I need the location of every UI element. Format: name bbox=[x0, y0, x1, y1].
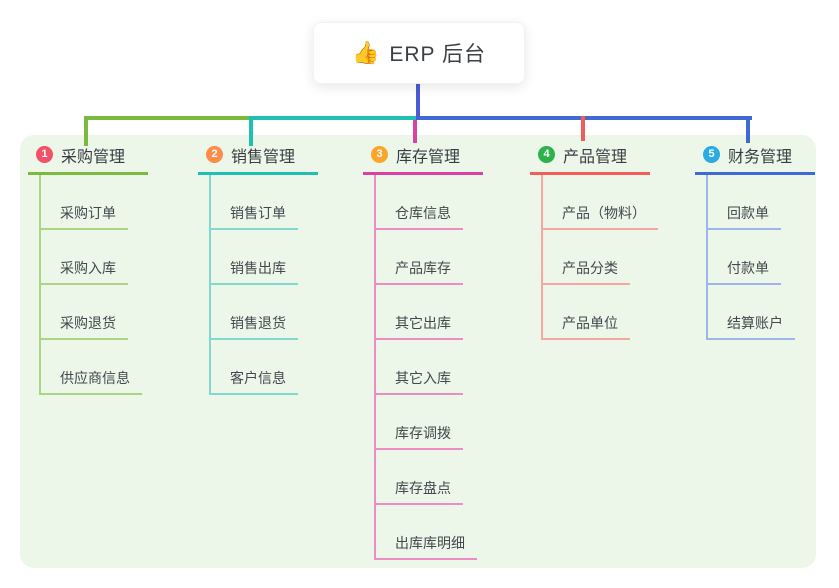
child-node[interactable]: 采购入库 bbox=[39, 230, 128, 285]
child-node[interactable]: 库存调拨 bbox=[374, 395, 463, 450]
branches-panel bbox=[20, 135, 816, 568]
branch-header[interactable]: 3 库存管理 bbox=[363, 137, 483, 175]
drop-line-finance bbox=[746, 116, 750, 143]
branch-title: 库存管理 bbox=[396, 148, 461, 166]
drop-line-product bbox=[581, 116, 585, 141]
child-label: 客户信息 bbox=[230, 370, 286, 386]
child-node[interactable]: 产品单位 bbox=[541, 285, 630, 340]
branch-trunk-line bbox=[209, 175, 211, 395]
branch-column-1: 1 采购管理 采购订单 采购入库 采购退货 供应商信息 bbox=[28, 137, 178, 395]
branch-number-badge: 1 bbox=[36, 146, 53, 163]
child-node[interactable]: 客户信息 bbox=[209, 340, 298, 395]
branch-column-3: 3 库存管理 仓库信息 产品库存 其它出库 其它入库 库存调拨 库存盘点 出库库… bbox=[363, 137, 513, 560]
branch-header[interactable]: 2 销售管理 bbox=[198, 137, 318, 175]
branch-children: 销售订单 销售出库 销售退货 客户信息 bbox=[198, 175, 348, 395]
child-label: 回款单 bbox=[727, 205, 769, 221]
child-node[interactable]: 销售订单 bbox=[209, 175, 298, 230]
child-label: 其它入库 bbox=[395, 370, 451, 386]
child-label: 采购订单 bbox=[60, 205, 116, 221]
child-label: 供应商信息 bbox=[60, 370, 130, 386]
drop-line-purchase bbox=[84, 116, 88, 146]
branch-trunk-line bbox=[39, 175, 41, 395]
child-label: 销售订单 bbox=[230, 205, 286, 221]
branch-title: 销售管理 bbox=[231, 148, 296, 166]
root-title: ERP 后台 bbox=[389, 43, 487, 66]
child-label: 产品分类 bbox=[562, 260, 618, 276]
child-label: 付款单 bbox=[727, 260, 769, 276]
child-label: 采购退货 bbox=[60, 315, 116, 331]
branch-header[interactable]: 5 财务管理 bbox=[695, 137, 815, 175]
child-node[interactable]: 产品库存 bbox=[374, 230, 463, 285]
branch-header[interactable]: 1 采购管理 bbox=[28, 137, 148, 175]
child-label: 销售出库 bbox=[230, 260, 286, 276]
child-label: 仓库信息 bbox=[395, 205, 451, 221]
child-label: 采购入库 bbox=[60, 260, 116, 276]
child-node[interactable]: 产品分类 bbox=[541, 230, 630, 285]
branch-children: 回款单 付款单 结算账户 bbox=[695, 175, 839, 340]
branch-number-badge: 5 bbox=[703, 146, 720, 163]
child-node[interactable]: 销售退货 bbox=[209, 285, 298, 340]
child-node[interactable]: 产品（物料） bbox=[541, 175, 658, 230]
branch-trunk-line bbox=[541, 175, 543, 340]
child-node[interactable]: 仓库信息 bbox=[374, 175, 463, 230]
branch-header[interactable]: 4 产品管理 bbox=[530, 137, 650, 175]
child-label: 其它出库 bbox=[395, 315, 451, 331]
branch-column-4: 4 产品管理 产品（物料） 产品分类 产品单位 bbox=[530, 137, 680, 340]
child-node[interactable]: 其它出库 bbox=[374, 285, 463, 340]
branch-children: 仓库信息 产品库存 其它出库 其它入库 库存调拨 库存盘点 出库库明细 bbox=[363, 175, 513, 560]
child-label: 产品（物料） bbox=[562, 205, 646, 221]
root-node[interactable]: 👍 ERP 后台 bbox=[313, 22, 525, 84]
child-node[interactable]: 销售出库 bbox=[209, 230, 298, 285]
child-label: 产品单位 bbox=[562, 315, 618, 331]
branch-title: 财务管理 bbox=[728, 148, 793, 166]
child-node[interactable]: 采购退货 bbox=[39, 285, 128, 340]
branch-column-2: 2 销售管理 销售订单 销售出库 销售退货 客户信息 bbox=[198, 137, 348, 395]
child-label: 结算账户 bbox=[727, 315, 783, 331]
child-label: 销售退货 bbox=[230, 315, 286, 331]
child-label: 出库库明细 bbox=[395, 535, 465, 551]
child-node[interactable]: 回款单 bbox=[706, 175, 781, 230]
branch-number-badge: 2 bbox=[206, 146, 223, 163]
child-label: 库存调拨 bbox=[395, 425, 451, 441]
child-label: 库存盘点 bbox=[395, 480, 451, 496]
branch-trunk-line bbox=[706, 175, 708, 340]
branch-column-5: 5 财务管理 回款单 付款单 结算账户 bbox=[695, 137, 839, 340]
child-node[interactable]: 其它入库 bbox=[374, 340, 463, 395]
branch-title: 采购管理 bbox=[61, 148, 126, 166]
child-node[interactable]: 结算账户 bbox=[706, 285, 795, 340]
thumbs-up-icon: 👍 bbox=[351, 40, 380, 65]
bus-segment-green bbox=[86, 116, 255, 120]
child-node[interactable]: 库存盘点 bbox=[374, 450, 463, 505]
branch-number-badge: 4 bbox=[538, 146, 555, 163]
child-node[interactable]: 采购订单 bbox=[39, 175, 128, 230]
drop-line-inventory bbox=[413, 120, 417, 143]
child-node[interactable]: 供应商信息 bbox=[39, 340, 142, 395]
branch-trunk-line bbox=[374, 175, 376, 560]
child-node[interactable]: 出库库明细 bbox=[374, 505, 477, 560]
branch-number-badge: 3 bbox=[371, 146, 388, 163]
branch-children: 产品（物料） 产品分类 产品单位 bbox=[530, 175, 680, 340]
child-label: 产品库存 bbox=[395, 260, 451, 276]
root-stem-line bbox=[416, 82, 420, 120]
child-node[interactable]: 付款单 bbox=[706, 230, 781, 285]
drop-line-sales bbox=[249, 116, 253, 146]
branch-children: 采购订单 采购入库 采购退货 供应商信息 bbox=[28, 175, 178, 395]
bus-segment-teal bbox=[251, 116, 420, 120]
branch-title: 产品管理 bbox=[563, 148, 628, 166]
